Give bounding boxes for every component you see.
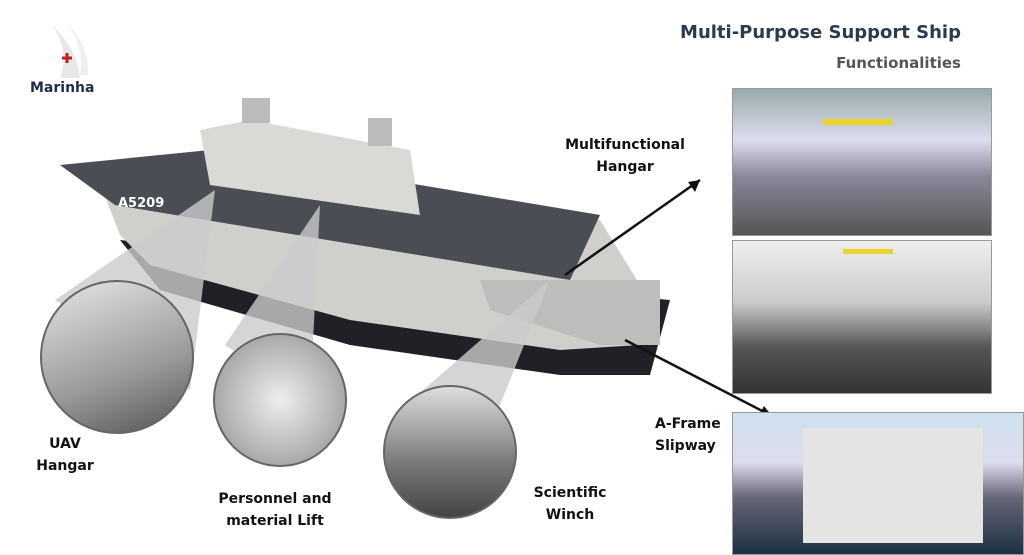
winch-photo <box>732 240 992 394</box>
label-line: Winch <box>545 507 595 523</box>
aframe-photo <box>732 412 1024 555</box>
label-line: UAV <box>49 436 81 452</box>
arrow-hangar <box>564 178 701 277</box>
label-line: A-Frame <box>655 416 721 432</box>
page-title: Multi-Purpose Support Ship <box>680 22 961 43</box>
logo-text: Marinha <box>30 80 95 96</box>
mast-aft <box>368 118 392 146</box>
arrowhead-icon <box>688 180 700 192</box>
hangar-photo <box>732 88 992 236</box>
mast-fore <box>242 98 270 123</box>
label-line: Scientific <box>533 485 607 501</box>
label-line: Personnel and <box>218 491 332 507</box>
hull-number: A5209 <box>118 196 164 211</box>
ceiling-light <box>843 249 893 254</box>
arrow-aframe <box>624 338 771 417</box>
superstructure <box>200 120 420 215</box>
label-lift: Personnel and material Lift <box>200 488 350 532</box>
uav-hangar-detail <box>40 280 194 434</box>
label-line: Hangar <box>36 458 94 474</box>
ship-stern <box>803 428 983 543</box>
stern <box>480 280 660 345</box>
ceiling-light <box>823 119 893 125</box>
label-line: material Lift <box>226 513 324 529</box>
label-line: Slipway <box>655 438 716 454</box>
label-line: Hangar <box>596 159 654 175</box>
label-line: Multifunctional <box>565 137 685 153</box>
label-uav-hangar: UAV Hangar <box>30 433 100 477</box>
winch-detail <box>383 385 517 519</box>
lift-detail <box>213 333 347 467</box>
logo <box>40 20 100 80</box>
flight-deck <box>60 150 600 280</box>
page-subtitle: Functionalities <box>836 54 961 72</box>
sail-cross-icon <box>52 22 89 78</box>
